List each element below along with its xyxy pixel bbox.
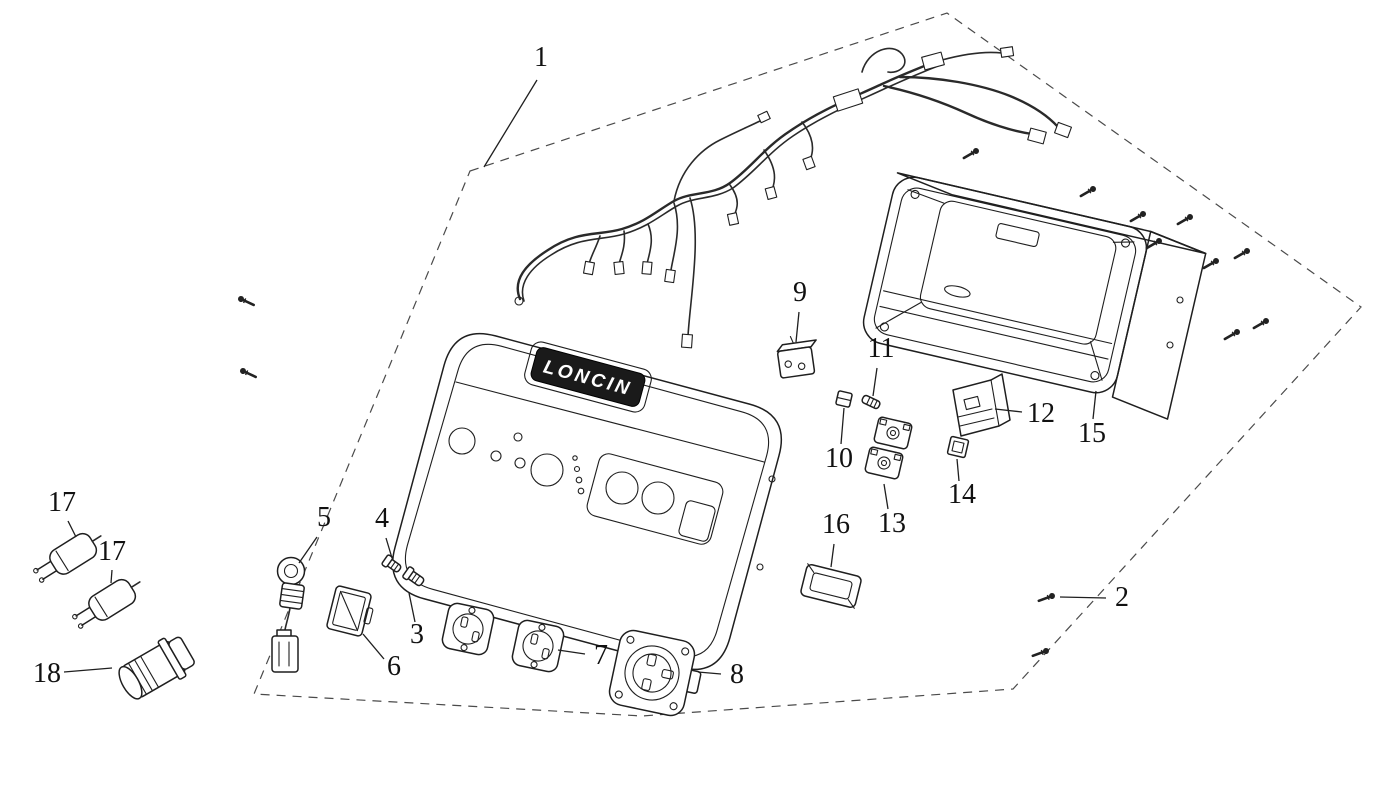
starter-relay-upper: [873, 416, 913, 450]
leader-line-9: [795, 311, 800, 343]
mains-plug-b: [72, 578, 141, 629]
starter-relay-lower: [864, 446, 904, 480]
small-cube: [946, 435, 970, 459]
leader-line-11: [872, 367, 878, 397]
part-label-1: 1: [534, 42, 548, 73]
part-label-16: 16: [822, 509, 850, 540]
cylindrical-connector: [118, 636, 195, 700]
leader-line-10: [840, 407, 845, 445]
pin: [861, 394, 881, 410]
mains-plug-a: [33, 532, 102, 583]
bolt-long: [402, 566, 425, 587]
leader-line-7: [557, 649, 586, 655]
part-label-2: 2: [1115, 582, 1129, 613]
part-label-13: 13: [878, 508, 906, 539]
part-label-17: 17: [48, 487, 76, 518]
rear-housing: [862, 172, 1207, 420]
leader-line-8: [697, 671, 722, 675]
wiring-harness: [514, 46, 1073, 349]
part-label-15: 15: [1078, 418, 1106, 449]
leader-line-13: [883, 483, 889, 510]
leader-line-2: [1059, 596, 1107, 599]
part-label-7: 7: [594, 640, 608, 671]
dashed-boundary: [253, 12, 1362, 717]
leader-line-16: [830, 543, 835, 568]
outlet-b: [511, 619, 565, 673]
outlet-a: [441, 602, 495, 656]
part-label-3: 3: [410, 619, 424, 650]
relay: [776, 335, 817, 379]
part-label-8: 8: [730, 659, 744, 690]
leader-line-15: [1092, 390, 1097, 420]
part-label-10: 10: [825, 443, 853, 474]
leader-line-17: [67, 520, 77, 538]
leader-line-18: [63, 667, 113, 673]
small-block: [835, 390, 853, 408]
leader-line-5: [298, 536, 318, 564]
leader-line-3: [408, 592, 416, 623]
part-label-11: 11: [868, 333, 895, 364]
part-label-12: 12: [1027, 398, 1055, 429]
leader-line-1: [483, 79, 538, 168]
part-label-14: 14: [948, 479, 976, 510]
leader-line-4: [385, 537, 393, 559]
leader-line-17: [110, 569, 113, 584]
part-label-18: 18: [33, 658, 61, 689]
part-label-4: 4: [375, 503, 389, 534]
part-label-9: 9: [793, 277, 807, 308]
bezel-frame: [800, 563, 862, 609]
toggle-switch: [271, 556, 306, 673]
brand-logo-plate: LONCIN: [524, 341, 652, 413]
bolt-short: [381, 554, 402, 573]
leader-line-6: [362, 633, 385, 660]
part-label-17: 17: [98, 536, 126, 567]
part-label-5: 5: [317, 502, 331, 533]
leader-line-12: [994, 408, 1023, 413]
circuit-breaker: [952, 373, 1011, 437]
leader-line-14: [956, 458, 960, 482]
part-label-6: 6: [387, 651, 401, 682]
voltage-regulator: [326, 585, 374, 637]
round-outlet-large: [608, 629, 702, 717]
